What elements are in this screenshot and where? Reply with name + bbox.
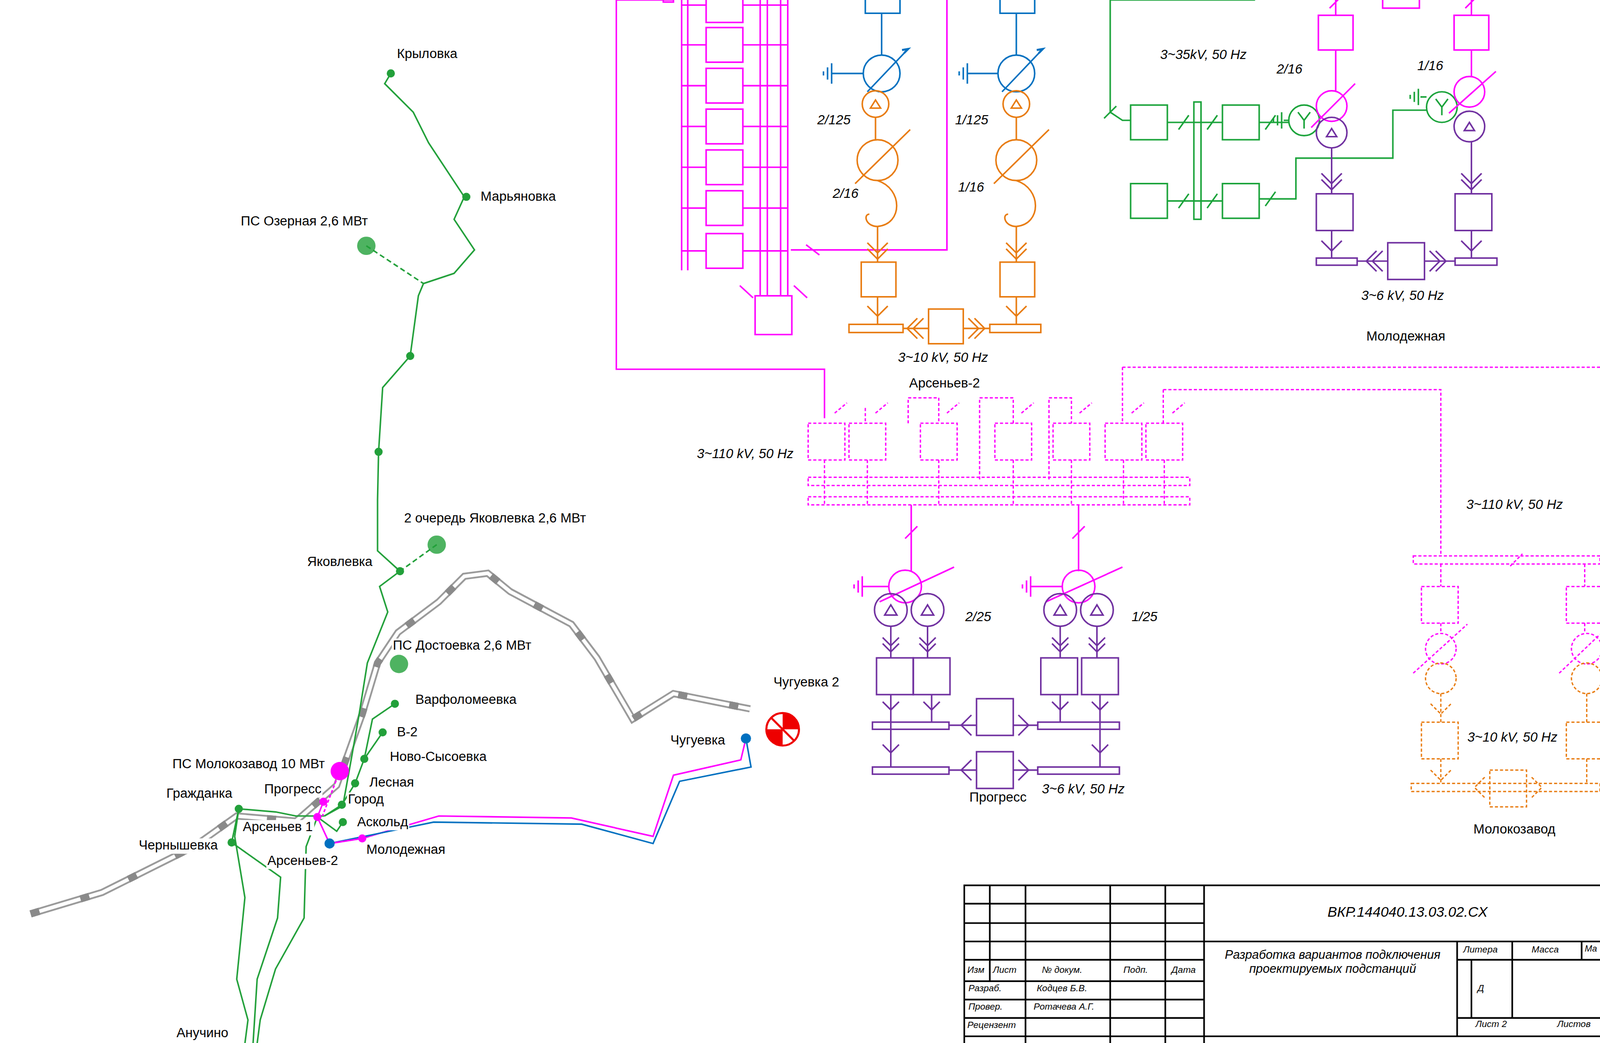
transformer-winding	[1311, 0, 1496, 128]
place-name: Аскольд	[356, 815, 409, 831]
substation-dots	[227, 69, 471, 847]
place-name: Арсеньев-2	[266, 854, 339, 870]
transformer-number: 2/25	[964, 610, 993, 626]
table-cell: Масса	[1530, 944, 1560, 956]
voltage-label: 3~10 kV, 50 Hz	[896, 350, 989, 366]
voltage-label: 3~6 kV, 50 Hz	[1041, 782, 1126, 798]
transformer-10kv	[848, 90, 1049, 345]
table-cell: Литера	[1462, 944, 1499, 956]
power-line-35kv	[231, 73, 475, 1043]
table-cell: Ротачева А.Г.	[1032, 1001, 1096, 1013]
table-cell: Лист	[991, 965, 1018, 977]
substation-name: Молокозавод	[1472, 822, 1556, 838]
table-cell: Дата	[1170, 965, 1197, 977]
transformer-number: 1/25	[1130, 610, 1159, 626]
place-name: Крыловка	[395, 46, 459, 62]
place-name: Ново-Сысоевка	[388, 750, 488, 766]
table-cell: № докум.	[1041, 965, 1084, 977]
railway	[30, 573, 750, 915]
place-name: Город	[347, 792, 385, 808]
voltage-label: 3~10 kV, 50 Hz	[1466, 730, 1559, 746]
title-block	[964, 885, 1600, 1043]
place-name: Марьяновка	[479, 189, 558, 205]
voltage-label: 3~110 kV, 50 Hz	[695, 446, 795, 462]
substation-arsenyev-2	[808, 367, 1600, 557]
document-code: ВКР.144040.13.03.02.СХ	[1326, 904, 1489, 921]
plant-name: ПС Озерная 2,6 МВт	[239, 214, 369, 230]
substation-name: Молодежная	[1365, 329, 1447, 345]
place-name: Чернышевка	[137, 838, 219, 854]
place-name: Анучино	[175, 1026, 230, 1042]
place-name: Варфоломеевка	[414, 693, 518, 709]
sheet-title: Разработка вариантов подключения проекти…	[1219, 949, 1447, 978]
transformer-number: 2/125	[816, 113, 852, 129]
plant-name: ПС Достоевка 2,6 МВт	[392, 638, 533, 654]
table-cell: Подп.	[1122, 965, 1149, 977]
place-name: Молодежная	[365, 843, 447, 859]
voltage-label: 3~35kV, 50 Hz	[1159, 47, 1248, 63]
substation-name: Прогресс	[968, 790, 1028, 806]
transformer-6kv-progress	[872, 593, 1120, 789]
table-cell: Ма	[1583, 944, 1599, 955]
transformer-6kv	[1316, 111, 1497, 280]
transformer-number: 1/125	[953, 113, 990, 129]
table-cell: Д	[1476, 983, 1486, 995]
map-points	[313, 713, 800, 849]
plant-name: ПС Молокозавод 10 МВт	[171, 756, 326, 772]
table-cell: Разраб.	[967, 983, 1003, 995]
voltage-label: 3~110 kV, 50 Hz	[1465, 498, 1565, 514]
plant-name: 2 очередь Яковлевка 2,6 МВт	[403, 511, 588, 527]
transformer-110kv	[823, 0, 1043, 92]
table-cell: Изм	[966, 965, 986, 977]
place-name: Чугуевка	[669, 733, 726, 749]
place-name: Арсеньев 1	[241, 820, 315, 836]
transformer-number: 1/16	[1416, 59, 1445, 75]
substation-name: Арсеньев-2	[907, 376, 981, 392]
table-cell: Кодцев Б.В.	[1035, 983, 1089, 995]
place-name: Лесная	[368, 775, 415, 791]
table-cell: Листов	[1555, 1019, 1592, 1030]
substation-molokozavod	[1411, 554, 1600, 808]
place-name: Чугуевка 2	[772, 675, 841, 691]
table-cell: Лист 2	[1474, 1019, 1509, 1030]
transformer-110kv-progress	[854, 505, 1123, 604]
substation-35kv-part	[1103, 0, 1458, 220]
place-name: Гражданка	[165, 786, 234, 802]
voltage-label: 3~6 kV, 50 Hz	[1360, 288, 1446, 304]
place-name: В-2	[395, 725, 419, 741]
table-cell: Рецензент	[966, 1020, 1017, 1031]
transformer-number: 2/16	[831, 186, 860, 202]
place-name: Яковлевка	[306, 555, 374, 571]
place-name: Прогресс	[263, 782, 323, 798]
table-cell: Провер.	[967, 1001, 1004, 1013]
transformer-number: 1/16	[957, 180, 986, 196]
transformer-number: 2/16	[1275, 62, 1304, 78]
power-line-110kv	[317, 738, 752, 844]
